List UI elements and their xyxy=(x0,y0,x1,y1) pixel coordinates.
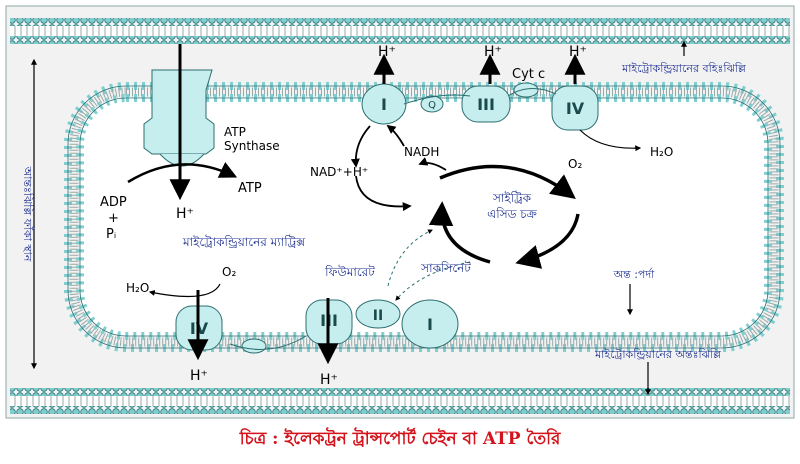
proton-label-bottom-3: H⁺ xyxy=(320,372,338,388)
cytochrome-c-bottom xyxy=(241,338,267,354)
fumarate-to-cycle-arrow xyxy=(387,229,433,287)
proton-label-top-4: H⁺ xyxy=(569,44,587,60)
nadh-label: NADH xyxy=(404,145,439,159)
nadh-to-complex-arrow xyxy=(386,124,405,147)
outer-membrane-top xyxy=(10,18,790,44)
atp-synthase-label-line1: ATP xyxy=(224,125,246,139)
complex-2-label: II xyxy=(373,308,383,324)
plus-label: + xyxy=(108,211,119,226)
matrix-label: মাইট্রোকন্ড্রিয়ানের ম্যাট্রিক্স xyxy=(182,235,305,249)
complex-1-bottom: I xyxy=(401,299,459,349)
cytochrome-c xyxy=(513,82,539,98)
nad-label: NAD⁺+H⁺ xyxy=(310,165,368,179)
o2-to-h2o-arrow-bottom xyxy=(148,283,221,298)
etc-diagram-svg: I Q III IV IV III xyxy=(5,5,795,419)
adp-label: ADP xyxy=(100,195,127,210)
nad-to-cycle-arrow xyxy=(355,175,412,212)
cycle-label-line2: এসিড চক্র xyxy=(487,207,538,221)
complex-2-bottom: II xyxy=(355,299,401,329)
h2o-label-top: H₂O xyxy=(650,145,673,159)
cycle-to-nadh-arrow xyxy=(418,157,447,171)
succinate-label: সাকসিনেট xyxy=(420,261,471,275)
intermembrane-space-label: আন্তঃঝিল্লি ফাঁকা স্থান xyxy=(21,166,35,262)
atp-product-label: ATP xyxy=(238,181,262,196)
adp-to-atp-arrow xyxy=(127,162,238,184)
h2o-label-bottom: H₂O xyxy=(126,281,149,295)
cytc-label: Cyt c xyxy=(512,67,545,82)
atp-synthase-label-line2: Synthase xyxy=(224,139,280,153)
complex-4-label-top: IV xyxy=(566,99,585,118)
fumarate-label: ফিউমারেট xyxy=(324,265,375,279)
citric-acid-cycle xyxy=(428,164,580,269)
proton-label-bottom-4: H⁺ xyxy=(190,368,208,384)
figure-caption: চিত্র : ইলেকট্রন ট্রান্সপোর্ট চেইন বা AT… xyxy=(239,429,561,449)
complex-3-label-top: III xyxy=(477,95,495,114)
pi-label: Pᵢ xyxy=(106,227,116,242)
svg-text:Q: Q xyxy=(428,100,436,111)
complex-1-label-top: I xyxy=(381,95,387,114)
proton-label-top-3: H⁺ xyxy=(484,44,502,60)
complex-1-top: I xyxy=(361,83,407,125)
inner-membrane-label: মাইট্রোকন্ড্রিয়ানের অন্তঃঝিল্লি xyxy=(594,348,721,361)
o2-to-h2o-arrow-top xyxy=(579,129,642,152)
o2-label-bottom: O₂ xyxy=(222,265,236,279)
cycle-label-line1: সাইট্রিক xyxy=(492,191,532,205)
o2-label-top: O₂ xyxy=(568,157,582,171)
complex-1-label-bottom: I xyxy=(427,315,433,334)
complex-3-top: III xyxy=(461,85,511,123)
cristae-label: অন্ত :পর্দা xyxy=(613,268,656,281)
proton-label-top-1: H⁺ xyxy=(378,44,396,60)
ubiquinone-top: Q xyxy=(420,95,444,113)
proton-label-synthase: H⁺ xyxy=(176,206,194,222)
outer-membrane-bottom xyxy=(10,388,790,414)
outer-membrane-label: মাইট্রোকন্ড্রিয়ানের বহিঃঝিল্লি xyxy=(621,62,746,75)
complex-4-top: IV xyxy=(551,85,599,131)
complex-to-nad-arrow xyxy=(350,125,371,168)
